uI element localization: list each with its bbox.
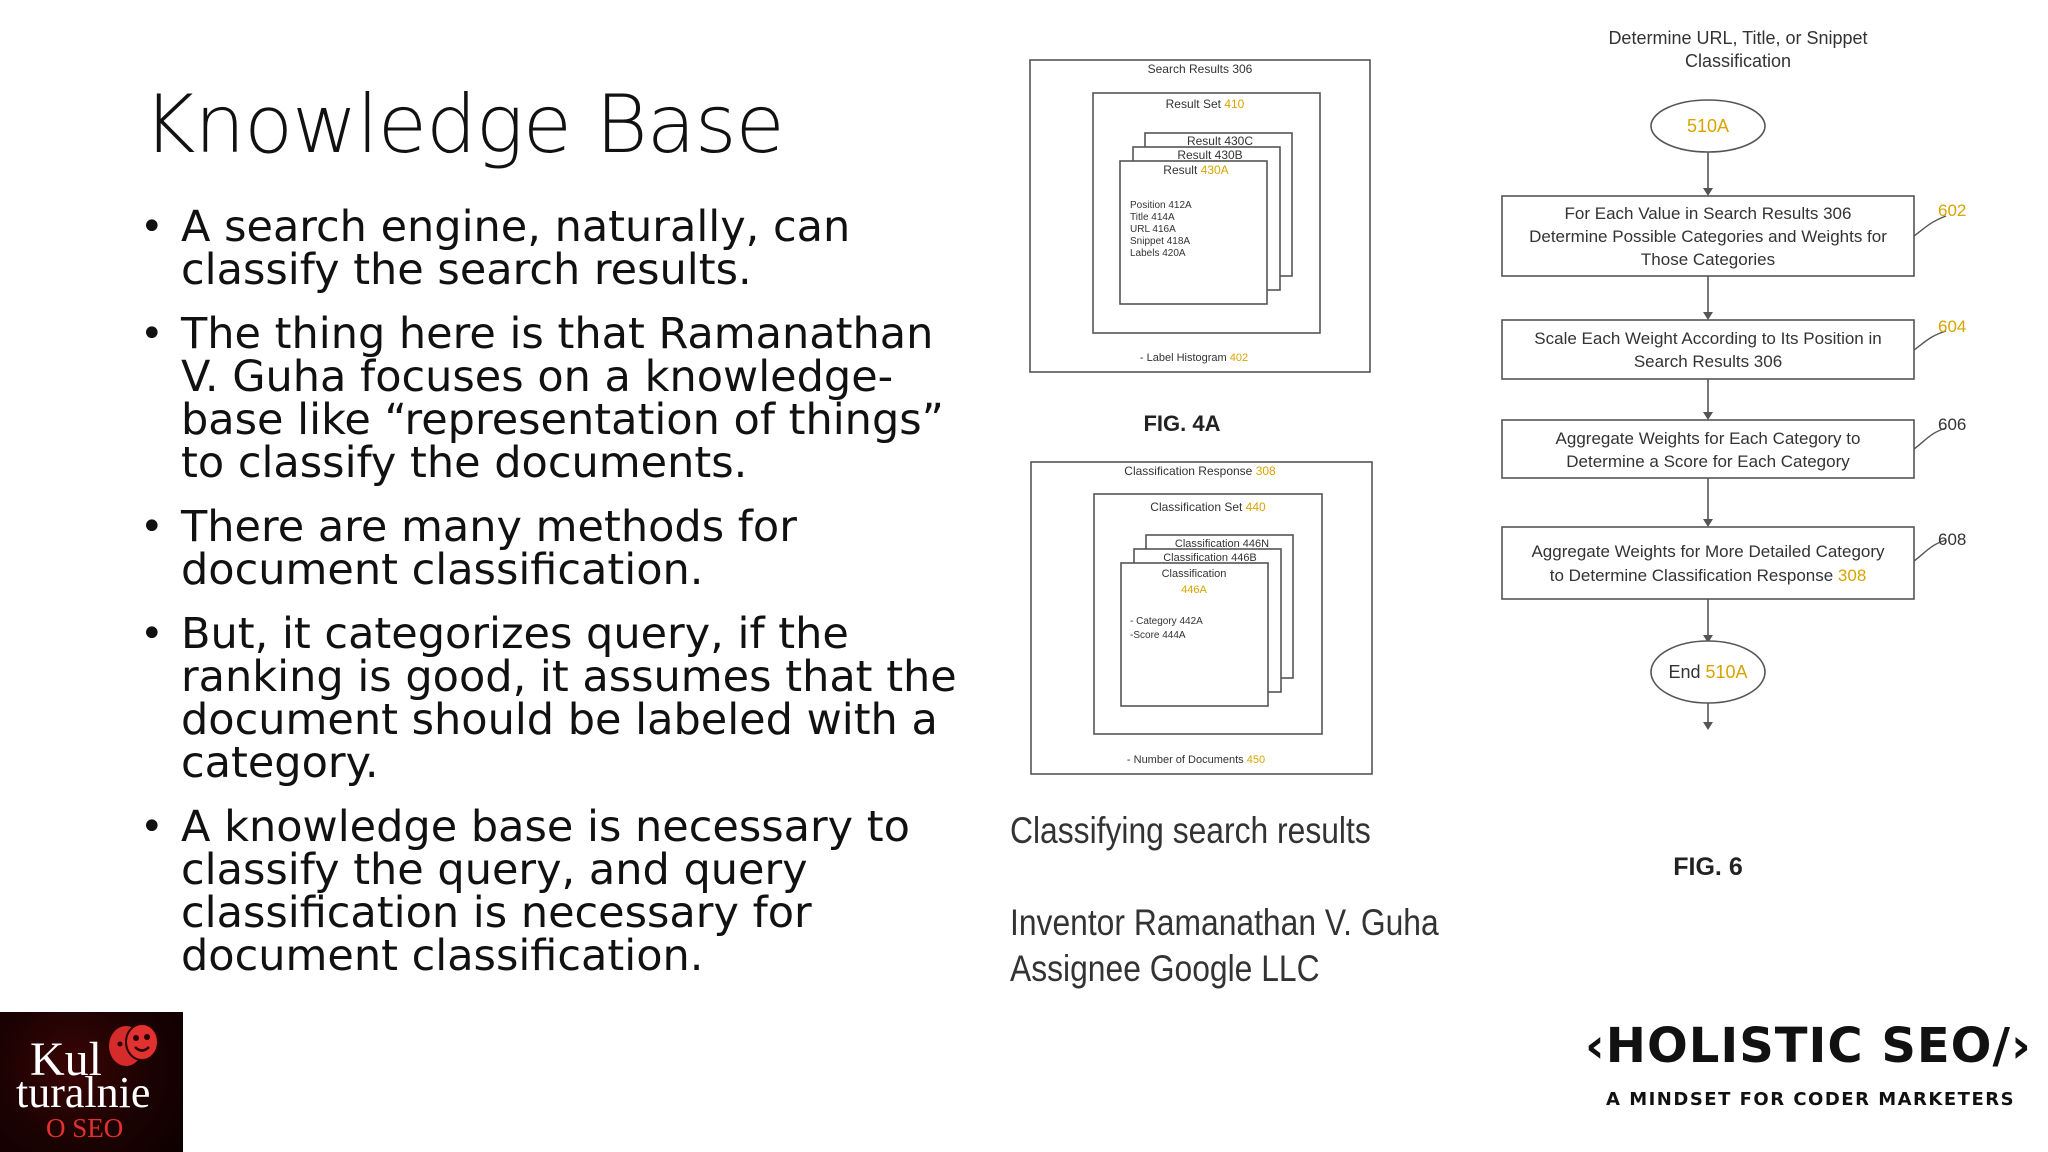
fig4b-card-b: Classification 446B [1163, 552, 1257, 564]
svg-text:Aggregate Weights for More Det: Aggregate Weights for More Detailed Cate… [1531, 542, 1885, 561]
fig6-step-604: Scale Each Weight According to Its Posit… [1501, 317, 1966, 380]
svg-text:For Each Value in Search Resul: For Each Value in Search Results 306 [1565, 204, 1852, 223]
fig6-step-602: For Each Value in Search Results 306 Det… [1501, 195, 1966, 277]
logo-text: Kul [30, 1033, 102, 1086]
fig6-ref: 604 [1938, 317, 1966, 336]
svg-text:Search Results 306: Search Results 306 [1634, 352, 1782, 371]
fig4a-field: Position 412A [1130, 200, 1192, 211]
fig4b-card-a: Classification [1162, 568, 1227, 580]
fig4a-field: Snippet 418A [1130, 236, 1190, 247]
fig4a-set-title: Result Set 410 [1166, 97, 1245, 111]
bullet-item: A search engine, naturally, can classify… [140, 206, 980, 292]
fig4a-field: Labels 420A [1130, 248, 1186, 259]
fig4b-field: -Score 444A [1130, 630, 1186, 641]
fig6-end-node [1650, 640, 1766, 704]
svg-text:Determine Possible Categories: Determine Possible Categories and Weight… [1529, 227, 1887, 246]
fig4a-footer: - Label Histogram 402 [1140, 352, 1248, 364]
svg-text:Aggregate Weights for Each Cat: Aggregate Weights for Each Category to [1556, 429, 1861, 448]
fig4b-card-a-num: 446A [1181, 584, 1207, 596]
fig4a-card-b: Result 430B [1177, 148, 1242, 162]
bullet-list: A search engine, naturally, can classify… [140, 206, 980, 999]
fig6-header: Classification [1685, 51, 1791, 71]
fig6-ref: 602 [1938, 201, 1966, 220]
figure-caption-assignee: Assignee Google LLC [1010, 948, 1320, 989]
fig6-ref: 606 [1938, 415, 1966, 434]
bullet-item: The thing here is that Ramanathan V. Guh… [140, 313, 980, 485]
svg-text:Scale Each Weight According to: Scale Each Weight According to Its Posit… [1534, 329, 1881, 348]
svg-text:Determine a Score for Each Cat: Determine a Score for Each Category [1566, 452, 1850, 471]
fig6-end-label: End 510A [1668, 662, 1747, 682]
fig4a-card-c: Result 430C [1187, 134, 1253, 148]
fig6-header: Determine URL, Title, or Snippet [1608, 28, 1867, 48]
fig6-step-608: Aggregate Weights for More Detailed Cate… [1501, 526, 1966, 600]
patent-fig-6: Determine URL, Title, or Snippet Classif… [1501, 28, 1966, 881]
fig4a-field: URL 416A [1130, 224, 1176, 235]
kulturalnie-logo: Kul turalnie O SEO [0, 1012, 183, 1152]
figure-caption-inventor: Inventor Ramanathan V. Guha [1010, 902, 1439, 943]
fig-4b: Classification Response 308 Classificati… [1030, 461, 1373, 775]
fig4b-outer-title: Classification Response 308 [1124, 464, 1276, 478]
fig4a-label: FIG. 4A [1143, 411, 1220, 436]
fig4a-field: Title 414A [1130, 212, 1175, 223]
patent-fig-4: Search Results 306 Result Set 410 Result… [1029, 59, 1373, 775]
fig4b-footer: - Number of Documents 450 [1127, 754, 1265, 766]
holistic-seo-tagline: A MINDSET FOR CODER MARKETERS [1606, 1089, 2016, 1110]
figure-caption-heading: Classifying search results [1010, 810, 1371, 851]
fig6-ref: 608 [1938, 530, 1966, 549]
fig6-start-label: 510A [1687, 116, 1729, 136]
holistic-seo-logo: ‹HOLISTIC SEO/› [1585, 1018, 2032, 1074]
fig4b-card-n: Classification 446N [1175, 538, 1269, 550]
logo-text: turalnie [16, 1068, 151, 1117]
fig6-step-606: Aggregate Weights for Each Category to D… [1501, 415, 1966, 479]
bullet-item: There are many methods for document clas… [140, 506, 980, 592]
bullet-item: But, it categorizes query, if the rankin… [140, 613, 980, 785]
slide-title: Knowledge Base [143, 78, 785, 171]
theater-masks-icon [109, 1023, 159, 1066]
fig6-label: FIG. 6 [1673, 853, 1742, 881]
svg-text:Those Categories: Those Categories [1641, 250, 1775, 269]
fig4b-set-title: Classification Set 440 [1150, 500, 1266, 514]
bullet-item: A knowledge base is necessary to classif… [140, 806, 980, 978]
logo-text: O SEO [46, 1113, 124, 1143]
fig-4a: Search Results 306 Result Set 410 Result… [1029, 59, 1371, 436]
svg-text:to Determine Classification Re: to Determine Classification Response 308 [1550, 566, 1867, 585]
fig4a-card-a: Result 430A [1163, 163, 1228, 177]
fig4a-outer-title: Search Results 306 [1148, 62, 1253, 76]
fig4b-field: - Category 442A [1130, 616, 1203, 627]
